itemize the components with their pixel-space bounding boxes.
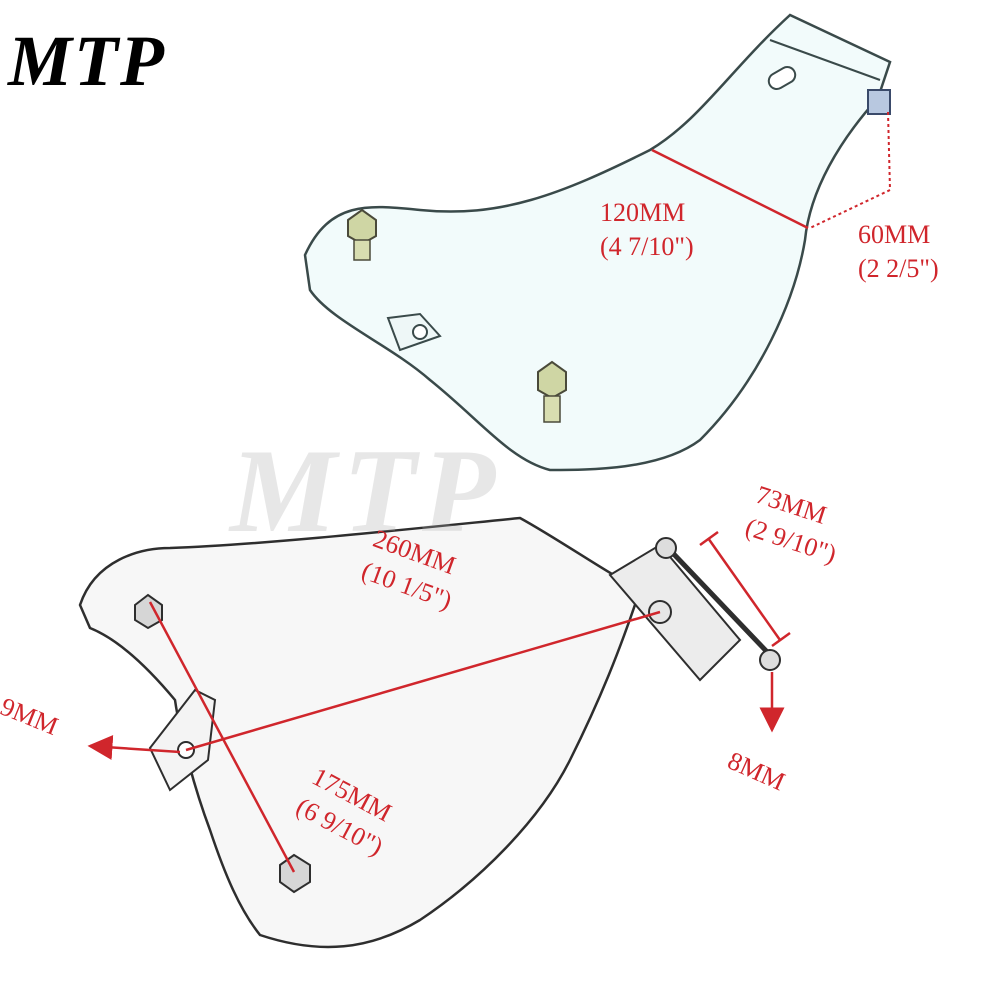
dim-top-height-inch: (2 2/5") (858, 254, 939, 283)
dim-line-long-diag (185, 610, 661, 752)
upper-seat-plate (303, 13, 892, 472)
dim-line-top-height (887, 111, 891, 191)
dim-top-height-mm: 60MM (858, 220, 931, 249)
watermark-logo: MTP (230, 424, 502, 557)
upper-bolt-left (347, 208, 377, 261)
dim-top-length-inch: (4 7/10") (600, 232, 694, 261)
lower-bolt-top-right (655, 537, 677, 559)
lower-bolt-left (134, 593, 163, 630)
lower-seat-plate (78, 516, 791, 949)
dim-line-bracket-width (706, 537, 782, 641)
arrow-hole-left (87, 735, 181, 760)
lower-bolt-bottom (279, 853, 311, 894)
brand-logo: MTP (8, 21, 166, 101)
dim-top-length-mm: 120MM (600, 198, 686, 227)
dim-line-bolt-spacing (148, 601, 296, 873)
dim-top-height: 60MM (2 2/5") (858, 218, 939, 286)
upper-bolt-bottom (537, 360, 567, 423)
upper-bolt-right (867, 89, 891, 115)
lower-bolt-right (759, 649, 781, 671)
dim-top-length: 120MM (4 7/10") (600, 196, 694, 264)
dim-line-top-length (651, 148, 809, 230)
